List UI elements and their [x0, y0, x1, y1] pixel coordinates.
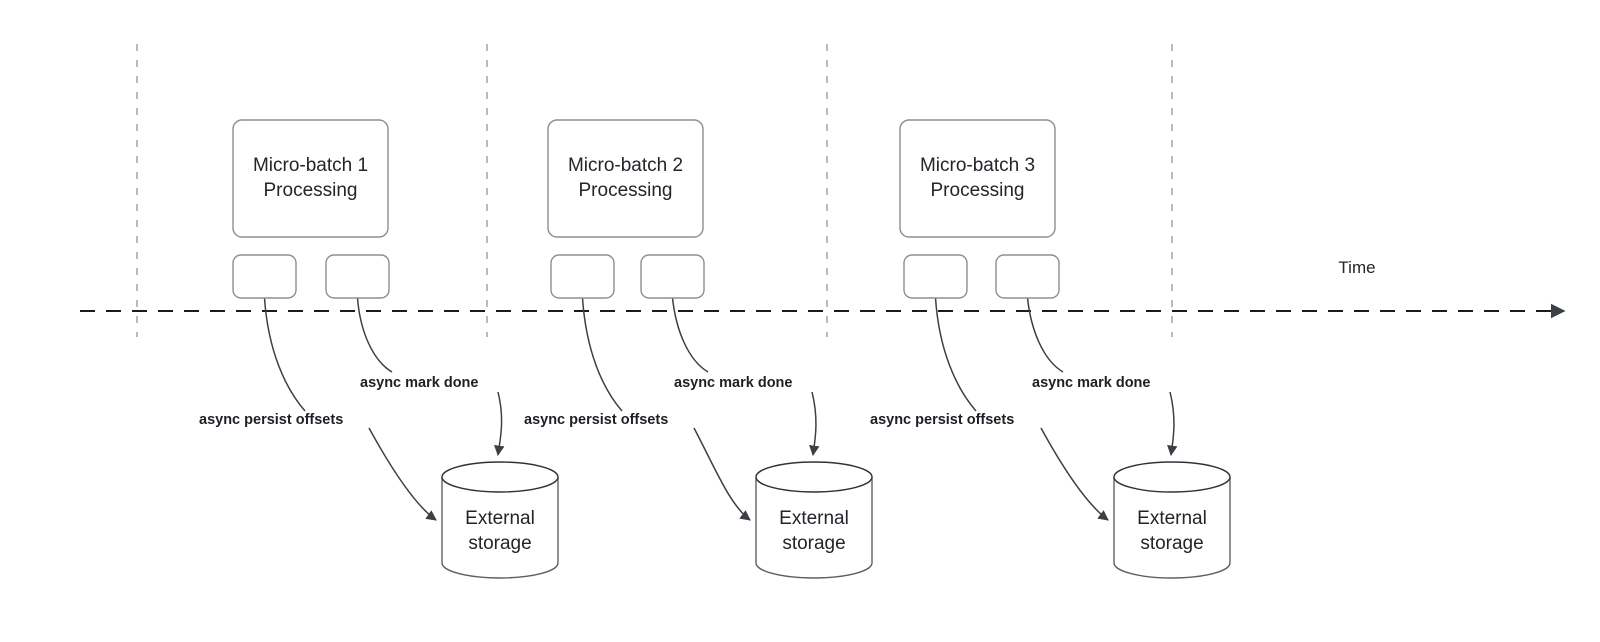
task-box-task-1b[interactable]: [325, 254, 390, 299]
task-box-task-3b[interactable]: [995, 254, 1060, 299]
storage-cylinder-body-group-1[interactable]: [441, 477, 559, 579]
storage-label-line1-group-3: External: [1137, 508, 1207, 529]
batch-box-group-2[interactable]: [547, 119, 704, 238]
edge-curve-head-persist-offsets-1: [263, 297, 306, 412]
edge-curve-head-mark-done-2: [671, 297, 709, 373]
storage-cylinder-body-group-2[interactable]: [755, 477, 873, 579]
edge-curve-tail-persist-offsets-3: [1040, 427, 1109, 521]
edge-label-persist-offsets-1: async persist offsets: [199, 412, 343, 428]
edge-curve-head-persist-offsets-2: [581, 297, 623, 412]
edge-curve-tail-mark-done-2: [809, 391, 820, 457]
storage-label-line1-group-1: External: [465, 508, 535, 529]
storage-label-line2-group-3: storage: [1140, 533, 1203, 554]
storage-cylinder-body-group-3[interactable]: [1113, 477, 1231, 579]
edge-label-mark-done-2: async mark done: [674, 375, 792, 391]
batch-label-line2-group-3: Processing: [931, 180, 1025, 201]
edge-curve-tail-persist-offsets-2: [693, 427, 751, 521]
edge-curve-head-mark-done-3: [1026, 297, 1064, 373]
edge-labels: async persist offsets async mark done asyn…: [199, 375, 1150, 428]
task-box-task-3a[interactable]: [903, 254, 968, 299]
storage-cylinder-top-group-1[interactable]: [441, 461, 559, 493]
storage-label-line1-group-2: External: [779, 508, 849, 529]
batch-label-line2-group-2: Processing: [579, 180, 673, 201]
batch-label-line1-group-3: Micro-batch 3: [920, 155, 1035, 176]
task-box-task-1a[interactable]: [232, 254, 297, 299]
batch-label-line1-group-1: Micro-batch 1: [253, 155, 368, 176]
flow-edges: [263, 297, 1178, 521]
batch-label-line1-group-2: Micro-batch 2: [568, 155, 683, 176]
task-box-task-2a[interactable]: [550, 254, 615, 299]
edge-label-persist-offsets-3: async persist offsets: [870, 412, 1014, 428]
time-axis-label: Time: [1338, 258, 1375, 277]
storage-label-line2-group-2: storage: [782, 533, 845, 554]
task-box-task-2b[interactable]: [640, 254, 705, 299]
time-dividers: [136, 44, 1173, 337]
edge-curve-head-mark-done-1: [356, 297, 393, 373]
edge-curve-tail-mark-done-1: [494, 391, 505, 457]
edge-label-mark-done-3: async mark done: [1032, 375, 1150, 391]
edge-curve-tail-mark-done-3: [1167, 391, 1178, 457]
storage-cylinder-top-group-3[interactable]: [1113, 461, 1231, 493]
storage-label-line2-group-1: storage: [468, 533, 531, 554]
storage-cylinder-top-group-2[interactable]: [755, 461, 873, 493]
edge-curve-head-persist-offsets-3: [934, 297, 977, 412]
batch-box-group-1[interactable]: [232, 119, 389, 238]
edge-label-mark-done-1: async mark done: [360, 375, 478, 391]
time-axis: Time: [80, 258, 1566, 319]
batch-box-group-3[interactable]: [899, 119, 1056, 238]
batch-label-line2-group-1: Processing: [264, 180, 358, 201]
edge-label-persist-offsets-2: async persist offsets: [524, 412, 668, 428]
edge-curve-tail-persist-offsets-1: [368, 427, 437, 521]
